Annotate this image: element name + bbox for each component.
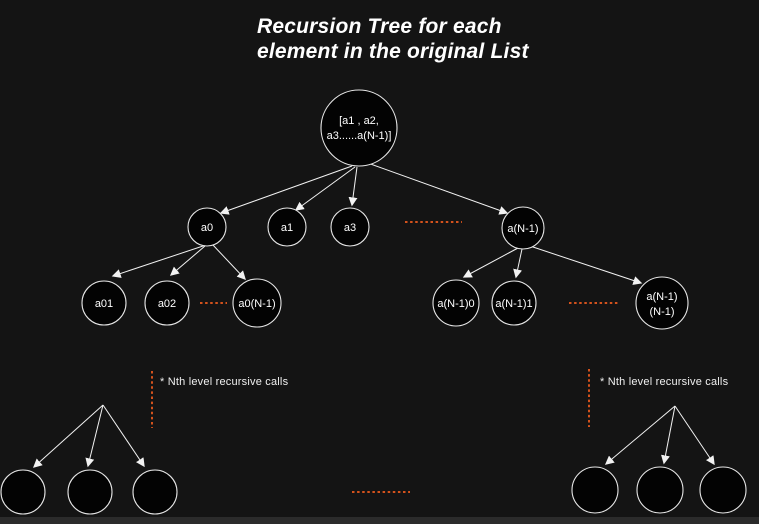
edge-bottomleft-1 — [32, 404, 104, 468]
edge-aN1-aN1N1 — [529, 245, 643, 285]
node-aN1-label: a(N-1) — [507, 223, 538, 235]
node-bottomright-leaf-3 — [699, 466, 747, 514]
node-root-label-line1: [a1 , a2, — [339, 115, 379, 127]
node-a01-label: a01 — [95, 298, 113, 310]
node-a0N1-label: a0(N-1) — [238, 298, 275, 310]
diagram-title: Recursion Tree for each element in the o… — [257, 14, 529, 64]
node-aN11-label: a(N-1)1 — [495, 298, 532, 310]
node-a3-label: a3 — [344, 222, 356, 234]
node-a02-label: a02 — [158, 298, 176, 310]
diagram-title-line2: element in the original List — [257, 40, 529, 63]
edge-a0-a02 — [169, 245, 206, 276]
edge-a0-a01 — [111, 240, 219, 278]
edge-bottomright-2 — [661, 405, 676, 465]
edge-root-aN1 — [364, 161, 509, 215]
node-a02-circle — [144, 280, 190, 326]
node-a01-circle — [81, 280, 127, 326]
node-bottomright-leaf-2 — [636, 466, 684, 514]
edge-aN1-aN10 — [462, 247, 519, 278]
node-aN11-circle — [491, 280, 537, 326]
node-a0-circle — [187, 207, 227, 247]
node-aN1N1-label-line1: a(N-1) — [646, 291, 677, 303]
node-aN1N1-label-line2: (N-1) — [649, 306, 674, 318]
diagram-title-line1: Recursion Tree for each — [257, 15, 502, 38]
node-root-label-line2: a3......a(N-1)] — [327, 130, 392, 142]
node-a0N1-circle — [232, 278, 282, 328]
edge-root-a1 — [294, 166, 356, 211]
node-a01: a01 — [81, 280, 127, 326]
node-aN1-circle — [501, 206, 545, 250]
node-aN10-circle — [432, 279, 480, 327]
node-a0-label: a0 — [201, 222, 213, 234]
right-recursion-note: * Nth level recursive calls — [600, 376, 729, 388]
node-bottomleft-leaf-2 — [67, 469, 113, 515]
node-aN10-label: a(N-1)0 — [437, 298, 474, 310]
node-a02: a02 — [144, 280, 190, 326]
node-a1-label: a1 — [281, 222, 293, 234]
node-bottomleft-leaf-1 — [0, 469, 46, 515]
node-root-circle — [320, 89, 398, 167]
node-a0: a0 — [187, 207, 227, 247]
bottom-edge-bar — [0, 517, 759, 524]
edge-bottomright-1 — [604, 405, 676, 465]
node-root: [a1 , a2, a3......a(N-1)] — [320, 89, 398, 167]
node-a3-circle — [330, 207, 370, 247]
node-aN1N1: a(N-1) (N-1) — [635, 276, 689, 330]
node-a1-circle — [267, 207, 307, 247]
edge-bottomleft-2 — [85, 404, 104, 468]
edge-a0-a0N1 — [211, 243, 246, 280]
edge-aN1-aN11 — [513, 248, 523, 279]
edge-root-a0 — [219, 165, 353, 215]
edge-root-a3 — [348, 166, 358, 207]
node-a1: a1 — [267, 207, 307, 247]
node-a0N1: a0(N-1) — [232, 278, 282, 328]
node-aN11: a(N-1)1 — [491, 280, 537, 326]
node-bottomright-leaf-1 — [571, 466, 619, 514]
edge-bottomright-3 — [674, 405, 715, 466]
node-aN10: a(N-1)0 — [432, 279, 480, 327]
node-a3: a3 — [330, 207, 370, 247]
node-bottomleft-leaf-3 — [132, 469, 178, 515]
edge-bottomleft-3 — [102, 404, 145, 468]
node-aN1N1-circle — [635, 276, 689, 330]
left-recursion-note: * Nth level recursive calls — [160, 376, 289, 388]
node-aN1: a(N-1) — [501, 206, 545, 250]
